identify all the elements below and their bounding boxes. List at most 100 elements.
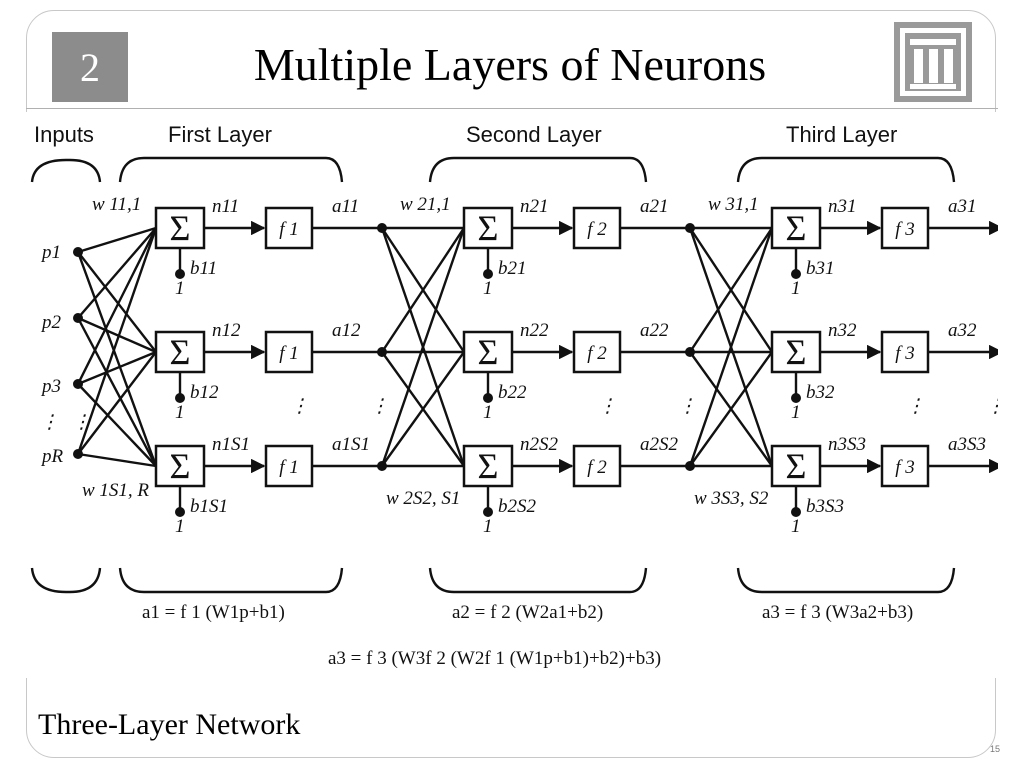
l2-neuron-2-sum-symbol: Σ xyxy=(478,332,499,372)
l1-dots-a: ⋮ xyxy=(370,396,389,417)
l1-neuron-3-n-label: n1S1 xyxy=(212,434,250,455)
l3-neuron-1-f-label: f 3 xyxy=(895,219,915,240)
l3-neuron-3-a-label: a3S3 xyxy=(948,434,986,455)
l2-neuron-1-bias-one: 1 xyxy=(483,278,493,299)
l3-neuron-2-n-label: n32 xyxy=(828,320,857,341)
l3-neuron-2-f-label: f 3 xyxy=(895,343,915,364)
l2-neuron-3-bias-one: 1 xyxy=(483,516,493,537)
l1-neuron-3-a-label: a1S1 xyxy=(332,434,370,455)
l2-3-to-l3-2 xyxy=(689,351,773,467)
input-2-to-l1-3 xyxy=(76,317,158,467)
input-4-to-l1-2 xyxy=(77,351,157,455)
input-4-to-l1-1 xyxy=(76,227,158,455)
l2-weight-bottom-label: w 2S2, S1 xyxy=(386,488,460,509)
l2-neuron-3-n-label: n2S2 xyxy=(520,434,559,455)
l3-neuron-1-bias-node xyxy=(791,269,801,279)
l1-neuron-1-bias-one: 1 xyxy=(175,278,185,299)
input-2-to-l1-2 xyxy=(77,316,157,354)
l2-neuron-3-bias-node xyxy=(483,507,493,517)
l1-3-to-l2-2 xyxy=(381,351,465,467)
l2-neuron-2-f-box xyxy=(572,330,622,374)
l1-2-to-l2-1 xyxy=(380,227,466,353)
slide-number: 2 xyxy=(52,32,128,102)
slide-caption: Three-Layer Network xyxy=(38,708,301,741)
input-dots: ⋮ xyxy=(40,412,59,433)
l2-neuron-2-a-label: a22 xyxy=(640,320,669,341)
l1-neuron-1-a-label: a11 xyxy=(332,196,359,217)
l3-neuron-2-f-box xyxy=(880,330,930,374)
l2-neuron-1-sum-symbol: Σ xyxy=(478,208,499,248)
page-number: 15 xyxy=(990,744,1001,754)
l2-neuron-2-b-label: b22 xyxy=(498,382,527,403)
l2-dots-f: ⋮ xyxy=(598,396,617,417)
l3-neuron-2-bias-one: 1 xyxy=(791,402,801,423)
l1-neuron-1-n-label: n11 xyxy=(212,196,239,217)
network-svg: Inputs First Layer Second Layer Third La… xyxy=(30,122,1005,669)
l3-neuron-3-bias-node xyxy=(791,507,801,517)
l1-neuron-2-b-label: b12 xyxy=(190,382,219,403)
l3-neuron-3-b-label: b3S3 xyxy=(806,496,844,517)
l3-neuron-1-sum-symbol: Σ xyxy=(786,208,807,248)
inputs-header: Inputs xyxy=(34,122,94,147)
l3-neuron-1-b-label: b31 xyxy=(806,258,835,279)
l1-neuron-1-f-label: f 1 xyxy=(279,219,299,240)
l1-neuron-3-bias-one: 1 xyxy=(175,516,185,537)
layer3-top-brace xyxy=(736,156,956,183)
l1-neuron-2-f-box xyxy=(264,330,314,374)
l1-neuron-3-f-box xyxy=(264,444,314,488)
l1-neuron-3-b-label: b1S1 xyxy=(190,496,228,517)
l1-neuron-2-f-label: f 1 xyxy=(279,343,299,364)
l1-neuron-2-bias-one: 1 xyxy=(175,402,185,423)
second-layer-header: Second Layer xyxy=(466,122,602,147)
l3-dots-a: ⋮ xyxy=(986,396,998,417)
l1-dots-f: ⋮ xyxy=(290,396,309,417)
columns-logo-icon xyxy=(894,22,972,102)
l1-neuron-1-bias-node xyxy=(175,269,185,279)
l1-weight-top-label: w 11,1 xyxy=(92,194,141,215)
l3-dots-f: ⋮ xyxy=(906,396,925,417)
input-label-p1: p1 xyxy=(40,242,61,263)
l3-neuron-2-b-label: b32 xyxy=(806,382,835,403)
l1-neuron-2-n-label: n12 xyxy=(212,320,241,341)
full-equation: a3 = f 3 (W3f 2 (W2f 1 (W1p+b1)+b2)+b3) xyxy=(328,648,661,669)
l2-neuron-3-b-label: b2S2 xyxy=(498,496,537,517)
l1-neuron-2-bias-node xyxy=(175,393,185,403)
input-3-to-l1-2 xyxy=(77,350,157,386)
input-3-to-l1-3 xyxy=(77,383,157,467)
layer3-equation: a3 = f 3 (W3a2+b3) xyxy=(762,602,913,623)
l3-neuron-3-f-box xyxy=(880,444,930,488)
l3-weight-bottom-label: w 3S3, S2 xyxy=(694,488,769,509)
l3-neuron-1-n-label: n31 xyxy=(828,196,857,217)
l2-weight-top-label: w 21,1 xyxy=(400,194,451,215)
l3-neuron-2-a-label: a32 xyxy=(948,320,977,341)
l1-neuron-3-f-label: f 1 xyxy=(279,457,299,478)
l2-neuron-2-f-label: f 2 xyxy=(587,343,607,364)
l2-neuron-1-b-label: b21 xyxy=(498,258,527,279)
input-1-to-l1-2 xyxy=(77,251,157,353)
l3-weight-top-label: w 31,1 xyxy=(708,194,759,215)
network-diagram: Inputs First Layer Second Layer Third La… xyxy=(26,112,1005,678)
l2-neuron-1-bias-node xyxy=(483,269,493,279)
l2-neuron-1-n-label: n21 xyxy=(520,196,549,217)
l3-neuron-1-a-label: a31 xyxy=(948,196,977,217)
l3-neuron-2-bias-node xyxy=(791,393,801,403)
l3-neuron-1-f-box xyxy=(880,206,930,250)
l2-neuron-1-f-label: f 2 xyxy=(587,219,607,240)
input-label-pR: pR xyxy=(40,446,64,467)
layer2-equation: a2 = f 2 (W2a1+b2) xyxy=(452,602,603,623)
title-divider xyxy=(26,108,998,109)
third-layer-header: Third Layer xyxy=(786,122,897,147)
l2-dots-a: ⋮ xyxy=(678,396,697,417)
l2-neuron-3-a-label: a2S2 xyxy=(640,434,679,455)
l1-weight-bottom-label: w 1S1, R xyxy=(82,480,149,501)
l2-neuron-2-n-label: n22 xyxy=(520,320,549,341)
l3-neuron-3-sum-symbol: Σ xyxy=(786,446,807,486)
l3-neuron-3-n-label: n3S3 xyxy=(828,434,866,455)
input-1-to-l1-1 xyxy=(77,226,157,254)
l3-neuron-1-bias-one: 1 xyxy=(791,278,801,299)
input-label-p2: p2 xyxy=(40,312,62,333)
layer2-top-brace xyxy=(428,156,648,183)
l2-2-to-l3-1 xyxy=(688,227,774,353)
l1-neuron-1-sum-box xyxy=(154,206,206,250)
